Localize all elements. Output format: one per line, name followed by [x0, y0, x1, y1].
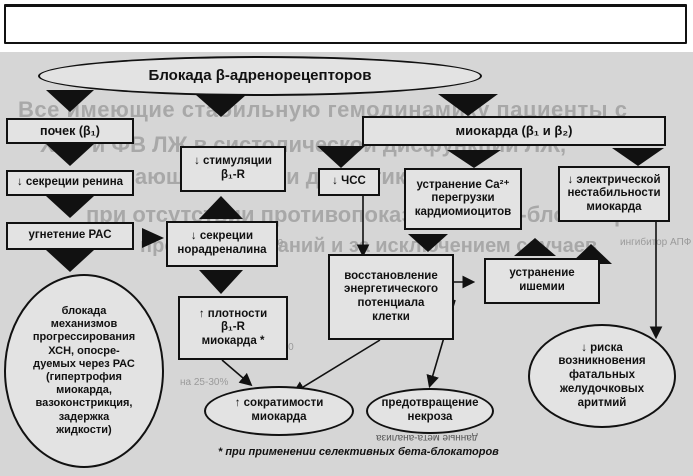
node-energy: восстановление энергетического потенциал… [328, 254, 454, 340]
node-myocardium-label: миокарда (β₁ и β₂) [455, 123, 573, 139]
node-ras-label: угнетение РАС [28, 229, 112, 242]
node-density-label: ↑ плотности β₁-R миокарда * [198, 307, 268, 347]
block-arrow [46, 196, 94, 218]
block-arrow [438, 94, 498, 116]
node-arrhythmia-ellipse: ↓ риска возникновения фатальных желудочк… [528, 324, 676, 428]
block-arrow [317, 146, 365, 168]
node-stimulation-label: ↓ стимуляции β₁-R [194, 155, 272, 181]
node-ras: угнетение РАС [6, 222, 134, 250]
background-cell-3: на 25-30% [180, 377, 229, 388]
title-ellipse: Блокада β-адренорецепторов [38, 56, 482, 96]
block-arrows [46, 90, 664, 294]
block-arrow [199, 270, 243, 294]
node-electric: ↓ электрической нестабильности миокарда [558, 166, 670, 222]
block-arrow [514, 238, 556, 256]
node-energy-label: восстановление энергетического потенциал… [343, 269, 439, 323]
block-arrow [447, 150, 501, 168]
block-arrow [408, 234, 448, 252]
node-renin-label: ↓ секреции ренина [16, 176, 124, 189]
diagram-title: Блокада β-адренорецепторов [148, 67, 372, 84]
block-arrow [199, 196, 243, 219]
block-arrow [46, 144, 94, 166]
node-heart-rate-label: ↓ ЧСС [332, 175, 366, 188]
block-arrow [46, 90, 94, 112]
node-kidney: почек (β₁) [6, 118, 134, 144]
node-heart-rate: ↓ ЧСС [318, 168, 380, 196]
block-arrow [612, 148, 664, 166]
node-calcium: устранение Ca²⁺ перегрузки кардиомиоцито… [404, 168, 522, 230]
thin-arrow [221, 359, 253, 387]
node-noradrenaline-label: ↓ секреции норадреналина [177, 230, 267, 256]
thin-arrow [292, 339, 381, 394]
node-hsn-label: блокада механизмов прогрессирования ХСН,… [32, 305, 136, 436]
node-arrhythmia-label: ↓ риска возникновения фатальных желудочк… [558, 341, 646, 409]
node-contractility-label: ↑ сократимости миокарда [234, 397, 324, 423]
top-frame-area [0, 0, 693, 50]
node-kidney-label: почек (β₁) [40, 123, 100, 138]
node-density: ↑ плотности β₁-R миокарда * [178, 296, 288, 360]
node-calcium-label: устранение Ca²⁺ перегрузки кардиомиоцито… [414, 178, 512, 218]
block-arrow [196, 95, 246, 117]
node-hsn-ellipse: блокада механизмов прогрессирования ХСН,… [4, 274, 164, 468]
node-ischemia-label: устранение ишемии [509, 267, 575, 293]
node-necrosis-label: предотвращение некроза [381, 397, 479, 423]
top-frame [4, 4, 687, 44]
background-footer-mirrored: данные мета-анализа [376, 432, 478, 443]
node-renin: ↓ секреции ренина [6, 170, 134, 196]
node-contractility-ellipse: ↑ сократимости миокарда [204, 386, 354, 436]
node-noradrenaline: ↓ секреции норадреналина [166, 221, 278, 267]
node-necrosis-ellipse: предотвращение некроза [366, 388, 494, 434]
block-arrow [46, 250, 94, 272]
footnote: * при применении селективных бета-блокат… [218, 446, 499, 458]
node-myocardium: миокарда (β₁ и β₂) [362, 116, 666, 146]
node-ischemia: устранение ишемии [484, 258, 600, 304]
block-arrow [142, 228, 164, 248]
node-stimulation: ↓ стимуляции β₁-R [180, 146, 286, 192]
node-electric-label: ↓ электрической нестабильности миокарда [567, 173, 661, 213]
